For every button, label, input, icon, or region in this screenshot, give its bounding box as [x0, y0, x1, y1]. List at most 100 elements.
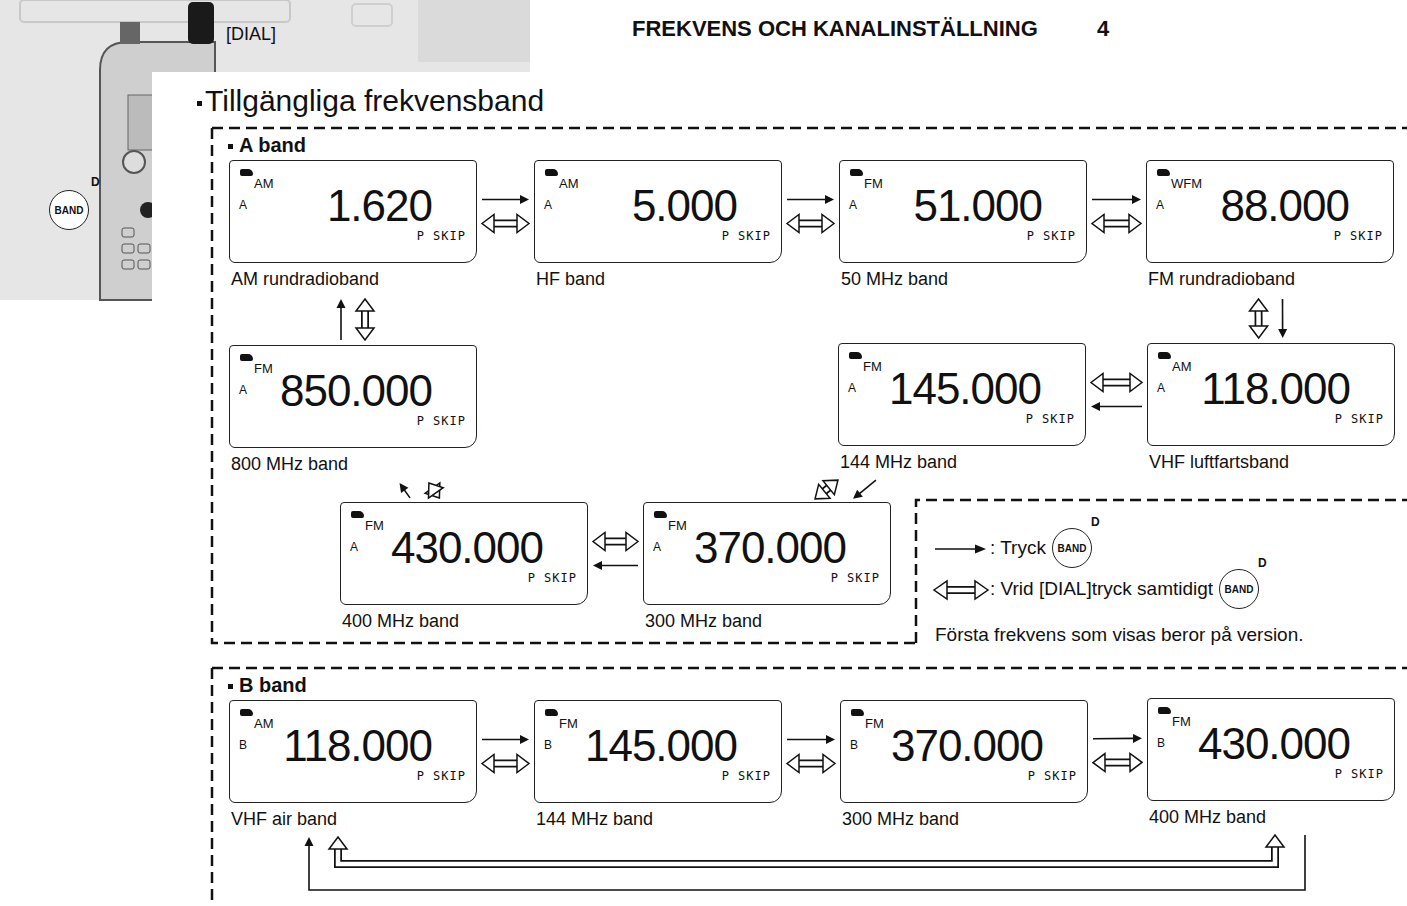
mode-indicator: FM	[559, 716, 578, 731]
legend-hollow-head	[934, 581, 947, 599]
band-step-connector	[1278, 299, 1287, 338]
skip-indicator: P SKIP	[831, 571, 880, 585]
frequency-readout: 118.000	[283, 721, 432, 771]
band-step-connector	[1091, 374, 1142, 392]
b-band-outline	[212, 668, 1407, 906]
double-arrow-core	[1103, 760, 1133, 765]
radio-key	[138, 260, 150, 269]
legend-text: : Tryck	[990, 537, 1046, 559]
a-band-outline	[212, 128, 1407, 643]
heading-bullet	[228, 684, 233, 689]
band-display-node: FMB370.000P SKIP300 MHz band	[840, 700, 1088, 834]
lcd-screen: WFMA88.000P SKIP	[1146, 160, 1394, 263]
arrowhead	[1091, 402, 1100, 411]
vfo-letter: A	[239, 383, 247, 397]
hollow-arrowhead	[356, 328, 374, 340]
text-label: 4	[1097, 16, 1109, 41]
frequency-readout: 850.000	[280, 366, 432, 416]
mode-indicator: FM	[863, 359, 882, 374]
arrow-line	[1092, 199, 1133, 201]
double-arrow-core	[1101, 380, 1133, 385]
vfo-letter: A	[849, 198, 857, 212]
hollow-arrowhead	[517, 755, 529, 773]
lcd-screen: AMB118.000P SKIP	[229, 700, 477, 803]
skip-indicator: P SKIP	[417, 414, 466, 428]
hollow-arrowhead	[517, 215, 529, 233]
legend-hollow-head	[975, 581, 988, 599]
vfo-letter: A	[1157, 381, 1165, 395]
vfo-letter: A	[239, 198, 247, 212]
skip-indicator: P SKIP	[1334, 229, 1383, 243]
lcd-screen: FMB370.000P SKIP	[840, 700, 1088, 803]
arrow-line	[482, 739, 521, 741]
band-step-connector	[305, 835, 1306, 890]
text-label: [DIAL]	[226, 24, 276, 45]
band-step-connector	[787, 735, 835, 744]
skip-indicator: P SKIP	[722, 769, 771, 783]
band-step-connector	[425, 483, 443, 498]
vfo-letter: A	[544, 198, 552, 212]
frequency-readout: 370.000	[891, 721, 1043, 771]
arrowhead	[1133, 734, 1142, 743]
hollow-arrowhead	[482, 755, 494, 773]
double-arrow-core	[797, 761, 826, 766]
lcd-screen: FMB145.000P SKIP	[534, 700, 782, 803]
faded-patch	[418, 0, 530, 62]
vfo-letter: A	[848, 381, 856, 395]
arrowhead	[825, 195, 834, 204]
arrow-line	[859, 480, 876, 494]
band-step-connector	[593, 533, 638, 551]
hollow-arrowhead	[593, 533, 605, 551]
hollow-arrowhead	[1250, 326, 1268, 338]
skip-indicator: P SKIP	[1335, 767, 1384, 781]
mode-indicator: AM	[559, 176, 579, 191]
band-button: BAND	[49, 190, 89, 230]
band-step-connector	[482, 195, 529, 204]
legend-arrowhead	[975, 545, 986, 554]
band-display-node: FMA145.000P SKIP144 MHz band	[838, 343, 1086, 477]
band-step-connector	[482, 215, 529, 233]
skip-indicator: P SKIP	[1028, 769, 1077, 783]
arrow-line	[787, 739, 827, 741]
hollow-arrowhead	[329, 837, 347, 849]
radio-key	[123, 151, 145, 173]
legend-text: : Vrid [DIAL]tryck samtidigt	[990, 578, 1213, 600]
band-name: HF band	[536, 269, 605, 290]
band-name: 300 MHz band	[645, 611, 762, 632]
superscript-letter: D	[1258, 557, 1267, 571]
page-panel	[152, 72, 1407, 906]
signal-icon	[240, 354, 253, 361]
band-name: 50 MHz band	[841, 269, 948, 290]
arrowhead	[1132, 195, 1141, 204]
hollow-arrowhead	[1129, 215, 1141, 233]
band-step-connector	[787, 215, 834, 233]
skip-indicator: P SKIP	[528, 571, 577, 585]
hollow-arrowhead	[823, 755, 835, 773]
hollow-arrowhead	[1091, 374, 1103, 392]
radio-screen	[128, 95, 156, 150]
frequency-readout: 145.000	[889, 364, 1041, 414]
lcd-screen: FMA370.000P SKIP	[643, 502, 891, 605]
band-step-connector	[1093, 734, 1142, 743]
band-name: VHF luftfartsband	[1149, 452, 1289, 473]
arrowhead	[826, 735, 835, 744]
band-display-node: FMA51.000P SKIP 50 MHz band	[839, 160, 1087, 294]
mode-indicator: AM	[1172, 359, 1192, 374]
band-step-connector	[337, 299, 346, 340]
band-display-node: AMA1.620P SKIPAM rundradioband	[229, 160, 477, 294]
lcd-screen: FMA51.000P SKIP	[839, 160, 1087, 263]
region-outlines	[212, 128, 1407, 906]
band-name: 400 MHz band	[342, 611, 459, 632]
arrowhead	[1278, 329, 1287, 338]
band-display-node: WFMA88.000P SKIP FM rundradioband	[1146, 160, 1394, 294]
skip-indicator: P SKIP	[722, 229, 771, 243]
band-step-connector	[482, 755, 529, 773]
lcd-screen: FMA145.000P SKIP	[838, 343, 1086, 446]
band-display-node: FMB430.000P SKIP400 MHz band	[1147, 698, 1395, 832]
signal-icon	[240, 169, 253, 176]
hollow-arrowhead	[1266, 835, 1284, 847]
frequency-readout: 88.000	[1220, 181, 1349, 231]
arrow-line	[1099, 406, 1142, 408]
band-name: FM rundradioband	[1148, 269, 1295, 290]
double-arrow-core	[363, 309, 368, 331]
